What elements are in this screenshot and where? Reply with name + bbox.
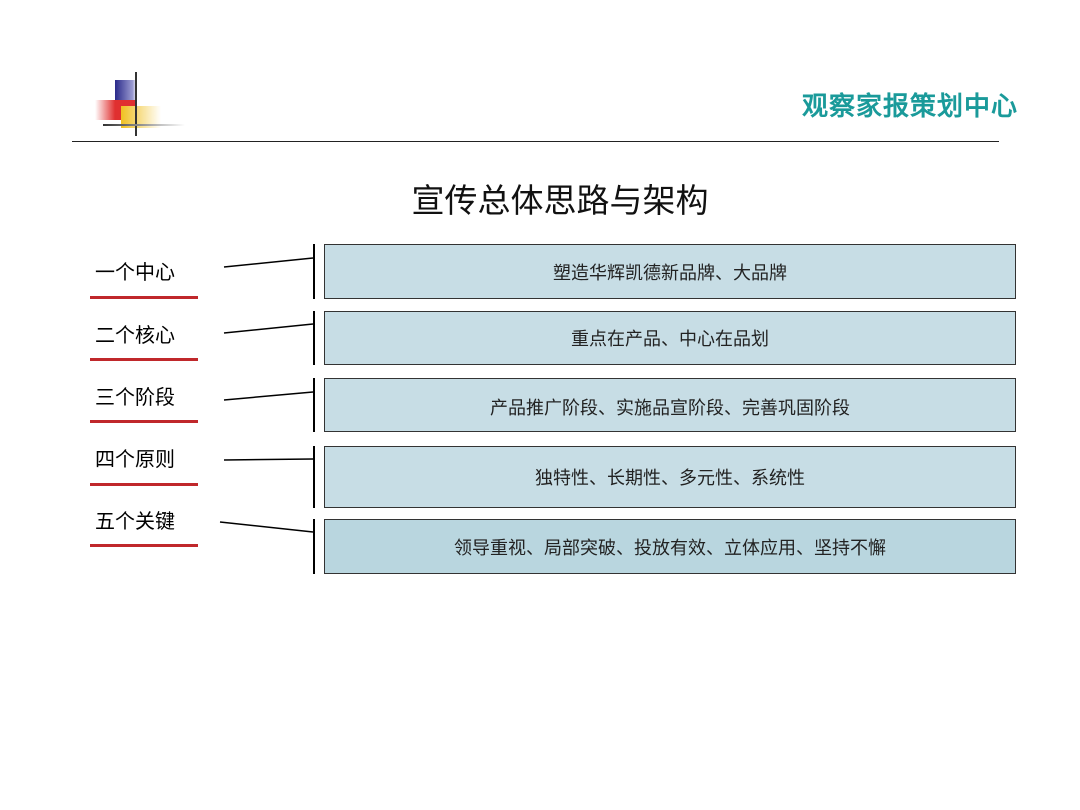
label-underline	[90, 358, 198, 361]
label-underline	[90, 483, 198, 486]
row-label: 一个中心	[95, 260, 175, 284]
label-underline	[90, 544, 198, 547]
row-label: 二个核心	[95, 323, 175, 347]
organization-name: 观察家报策划中心	[801, 92, 1018, 122]
label-underline	[90, 296, 198, 299]
row-label: 三个阶段	[95, 385, 175, 409]
content-box: 领导重视、局部突破、投放有效、立体应用、坚持不懈	[324, 519, 1016, 574]
logo-icon	[95, 72, 185, 137]
page-title: 宣传总体思路与架构	[411, 181, 709, 220]
bracket-bar	[313, 244, 315, 299]
bracket-bar	[313, 446, 315, 508]
bracket-bar	[313, 311, 315, 365]
row-label: 四个原则	[95, 447, 175, 471]
row-label: 五个关键	[95, 509, 175, 533]
bracket-bar	[313, 519, 315, 574]
content-box: 独特性、长期性、多元性、系统性	[324, 446, 1016, 508]
bracket-bar	[313, 378, 315, 432]
content-box: 重点在产品、中心在品划	[324, 311, 1016, 365]
header-divider	[72, 141, 999, 142]
content-box: 产品推广阶段、实施品宣阶段、完善巩固阶段	[324, 378, 1016, 432]
label-underline	[90, 420, 198, 423]
content-box: 塑造华辉凯德新品牌、大品牌	[324, 244, 1016, 299]
